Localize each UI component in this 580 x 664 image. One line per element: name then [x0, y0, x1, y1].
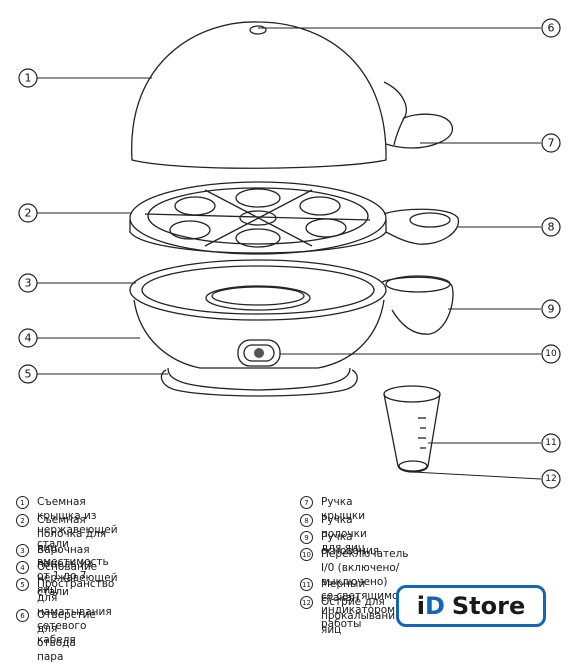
legend-text: Ручка основания	[321, 531, 380, 557]
callout-4	[18, 328, 38, 348]
legend-text: Мерный стакан	[321, 578, 366, 604]
legend-item-10: 10 Переключатель I/0 (включено/выключено…	[300, 547, 409, 631]
callout-label-2: 2	[25, 207, 32, 220]
legend-item-3: 3 Варочная панель из нержавеющей стали	[16, 543, 118, 599]
callout-10	[541, 344, 561, 364]
heating-plate	[129, 259, 454, 335]
legend-num: 3	[16, 544, 29, 557]
callout-11	[541, 433, 561, 453]
idstore-watermark-logo: iD Store	[396, 585, 546, 627]
legend-num: 8	[300, 514, 313, 527]
legend-item-6: 6 Отверстие для отвода пара	[16, 608, 96, 664]
callout-1	[18, 68, 38, 88]
legend-text: Ручка крышки	[321, 496, 366, 522]
legend-item-2: 2 Съемная полочка для яиц, вместимость о…	[16, 513, 109, 597]
legend-num: 11	[300, 578, 313, 591]
callout-label-5: 5	[25, 368, 32, 381]
legend-text: Ручка полочки для яиц	[321, 514, 367, 554]
callout-12	[541, 469, 561, 489]
power-switch-icon	[237, 339, 281, 367]
callout-label-1: 1	[25, 72, 32, 85]
callout-9	[541, 299, 561, 319]
legend-item-4: 4 Основание	[16, 560, 97, 574]
legend-num: 6	[16, 609, 29, 622]
legend-num: 5	[16, 578, 29, 591]
callout-label-3: 3	[25, 277, 32, 290]
egg-cooker-diagram: 1 2 3 4 5 6 7 8 9 10 11 12	[18, 18, 561, 489]
callout-label-12: 12	[545, 474, 556, 484]
callout-label-11: 11	[545, 438, 556, 448]
legend-text: Отверстие для отвода пара	[37, 609, 96, 663]
callout-6	[541, 18, 561, 38]
legend-text: Острие для прокалывания яиц	[321, 596, 402, 636]
lid	[131, 21, 453, 169]
callout-5	[18, 364, 38, 384]
legend-num: 2	[16, 514, 29, 527]
watermark-i: i	[416, 592, 425, 620]
watermark-letters: iD	[417, 592, 445, 620]
legend-num: 4	[16, 561, 29, 574]
callout-8	[541, 217, 561, 237]
legend-item-9: 9 Ручка основания	[300, 530, 379, 558]
callout-label-10: 10	[545, 349, 557, 359]
callout-label-6: 6	[548, 22, 555, 35]
callout-label-9: 9	[548, 303, 555, 316]
legend-item-7: 7 Ручка крышки	[300, 495, 365, 523]
legend-text: Основание	[37, 561, 98, 573]
watermark-d: D	[424, 592, 445, 620]
legend-num: 7	[300, 496, 313, 509]
legend-text: Пространство для наматывания сетевого ка…	[37, 578, 115, 646]
legend-text: Варочная панель из нержавеющей стали	[37, 544, 118, 598]
legend-item-8: 8 Ручка полочки для яиц	[300, 513, 367, 555]
legend-item-12: 12 Острие для прокалывания яиц	[300, 595, 401, 637]
legend-text: Съемная полочка для яиц, вместимость от …	[37, 514, 109, 596]
egg-tray	[129, 181, 459, 255]
legend-num: 12	[300, 596, 313, 609]
legend-num: 1	[16, 496, 29, 509]
legend-item-1: 1 Съемная крышка из нержавеющей стали	[16, 495, 118, 551]
legend-text: Съемная крышка из нержавеющей стали	[37, 496, 118, 550]
legend-text: Переключатель I/0 (включено/выключено) с…	[321, 548, 409, 630]
leader-lines	[37, 27, 542, 480]
measuring-cup-icon	[383, 385, 441, 473]
callout-3	[18, 273, 38, 293]
callout-2	[18, 203, 38, 223]
legend-num: 9	[300, 531, 313, 544]
base	[133, 299, 385, 397]
callout-label-4: 4	[25, 332, 32, 345]
legend-num: 10	[300, 548, 313, 561]
callout-label-7: 7	[548, 137, 555, 150]
watermark-store: Store	[451, 592, 526, 620]
callout-7	[541, 133, 561, 153]
callout-label-8: 8	[548, 221, 555, 234]
legend-item-5: 5 Пространство для наматывания сетевого …	[16, 577, 114, 647]
legend-item-11: 11 Мерный стакан	[300, 577, 365, 605]
callouts	[18, 18, 561, 489]
